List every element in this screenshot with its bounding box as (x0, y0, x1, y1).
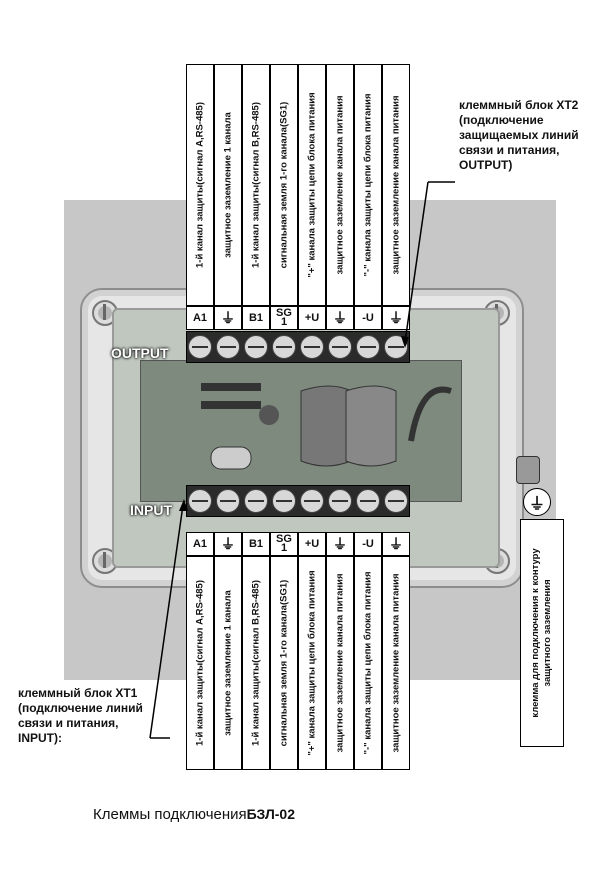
ground-terminal-text: клемма для подключения к контуру защитно… (530, 548, 553, 718)
xt1-description: клеммный блок XT1 (подключение линий свя… (18, 686, 143, 745)
bottom-strip-3: 1-й канал защиты(сигнал B,RS-485) (242, 556, 270, 770)
caption-model: БЗЛ-02 (246, 806, 295, 822)
input-label: INPUT (130, 502, 172, 518)
bottom-strip-4: сигнальная земля 1-го канала(SG1) (270, 556, 298, 770)
top-strip-6: защитное заземление канала питания (326, 64, 354, 306)
top-terminal-code: +U (298, 306, 326, 330)
circuit-board (140, 360, 462, 502)
top-strip-2: защитное заземление 1 канала (214, 64, 242, 306)
top-terminal-code: SG 1 (270, 306, 298, 330)
bottom-terminal-code: -U (354, 532, 382, 556)
bottom-terminal-code: SG 1 (270, 532, 298, 556)
bottom-strip-8: защитное заземление канала питания (382, 556, 410, 770)
top-strip-1: 1-й канал защиты(сигнал A,RS-485) (186, 64, 214, 306)
terminal-screw-icon (300, 335, 324, 359)
top-strip-7: "-" канала защиты цепи блока питания (354, 64, 382, 306)
terminal-screw-icon (272, 489, 296, 513)
output-label: OUTPUT (111, 345, 169, 361)
terminal-screw-icon (328, 489, 352, 513)
caption: Клеммы подключенияБЗЛ-02 (93, 806, 295, 823)
ground-symbol-icon: ⏚ (523, 488, 551, 516)
ground-bolt-icon (516, 456, 540, 484)
bottom-strip-5: "+" канала защиты цепи блока питания (298, 556, 326, 770)
terminal-screw-icon (356, 335, 380, 359)
top-strip-8: защитное заземление канала питания (382, 64, 410, 306)
bottom-terminal-code: B1 (242, 532, 270, 556)
terminal-screw-icon (356, 489, 380, 513)
terminal-screw-icon (328, 335, 352, 359)
terminal-screw-icon (244, 489, 268, 513)
pcb-components (201, 383, 452, 470)
bottom-terminal-code: ⏚ (382, 532, 410, 556)
top-terminal-code: ⏚ (382, 306, 410, 330)
terminal-screw-icon (300, 489, 324, 513)
top-terminal-code: B1 (242, 306, 270, 330)
top-strip-3: 1-й канал защиты(сигнал B,RS-485) (242, 64, 270, 306)
top-strip-4: сигнальная земля 1-го канала(SG1) (270, 64, 298, 306)
top-terminal-code: -U (354, 306, 382, 330)
terminal-screw-icon (384, 489, 408, 513)
top-strip-5: "+" канала защиты цепи блока питания (298, 64, 326, 306)
top-terminal-code: ⏚ (326, 306, 354, 330)
bottom-terminal-code: ⏚ (214, 532, 242, 556)
bottom-terminal-code: ⏚ (326, 532, 354, 556)
ground-terminal-strip: клемма для подключения к контуру защитно… (520, 519, 564, 747)
xt2-description: клеммный блок XT2 (подключение защищаемы… (459, 98, 579, 172)
terminal-screw-icon (216, 489, 240, 513)
bottom-strip-6: защитное заземление канала питания (326, 556, 354, 770)
terminal-screw-icon (244, 335, 268, 359)
caption-text: Клеммы подключения (93, 806, 247, 823)
bottom-strip-2: защитное заземление 1 канала (214, 556, 242, 770)
terminal-screw-icon (188, 489, 212, 513)
top-terminal-code: ⏚ (214, 306, 242, 330)
bottom-strip-1: 1-й канал защиты(сигнал A,RS-485) (186, 556, 214, 770)
terminal-screw-icon (188, 335, 212, 359)
bottom-terminal-code: +U (298, 532, 326, 556)
bottom-strip-7: "-" канала защиты цепи блока питания (354, 556, 382, 770)
bottom-terminal-code: A1 (186, 532, 214, 556)
top-terminal-code: A1 (186, 306, 214, 330)
terminal-screw-icon (216, 335, 240, 359)
terminal-screw-icon (272, 335, 296, 359)
